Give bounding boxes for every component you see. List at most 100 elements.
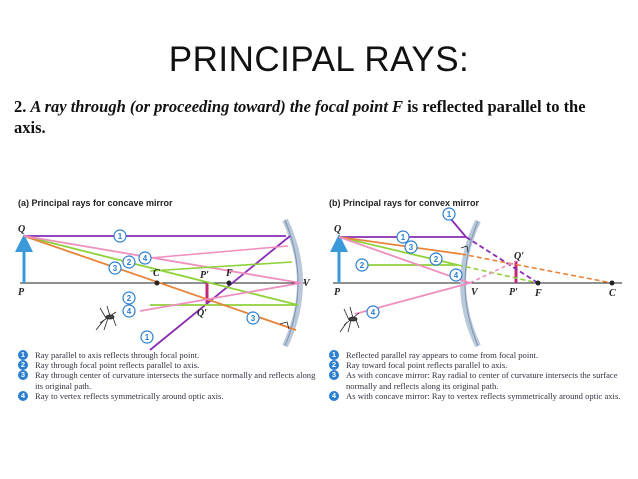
panel-a-ray-badge-1a: 1: [113, 229, 127, 243]
panel-a-ray-badge-3a: 3: [108, 261, 122, 275]
panel-b-label-q-prime: Q′: [514, 251, 524, 262]
panel-b-ray-badge-4a: 4: [449, 268, 463, 282]
panel-a-legend-item: 2 Ray through focal point reflects parall…: [18, 360, 320, 371]
panel-a-legend-item: 3 Ray through center of curvature interse…: [18, 370, 320, 391]
panel-b-label-p: P: [334, 287, 341, 298]
panel-b-ray-badge-1a: 1: [442, 207, 456, 221]
panel-a-ray-4-guide: [149, 245, 289, 259]
panel-b-diagram: Q P V P′ F C Q′ 1 1 3 2 2 4 4: [330, 207, 622, 348]
legend-text: Ray to vertex reflects symmetrically aro…: [35, 390, 224, 401]
legend-badge-icon: 2: [18, 360, 28, 371]
panel-b-ray-3-virtual: [460, 253, 613, 284]
panel-a-ray-badge-2b: 2: [122, 291, 136, 305]
panel-b-center-point: [609, 280, 615, 286]
panel-a-ray-badge-4b: 4: [122, 304, 136, 318]
panel-a-diagram: Q P C P′ F V Q′ 1 4 2 3 2 4 3 1: [14, 218, 311, 351]
legend-badge-icon: 4: [329, 390, 339, 401]
panel-b-normal-mark: [460, 245, 469, 253]
legend-text: Ray through focal point reflects paralle…: [35, 360, 200, 371]
svg-text:2: 2: [127, 294, 132, 303]
rule-italic-text: A ray through (or proceeding toward) the…: [30, 97, 404, 116]
svg-text:2: 2: [360, 261, 365, 270]
legend-text: As with concave mirror: Ray to vertex re…: [346, 390, 621, 401]
panel-b-mosquito-image: [339, 306, 360, 333]
panel-b-focal-point: [535, 280, 541, 286]
svg-text:3: 3: [409, 243, 414, 252]
panel-b-label-p-prime: P′: [509, 287, 518, 298]
legend-badge-icon: 1: [18, 350, 28, 360]
panel-a-ray-badge-2a: 2: [122, 255, 136, 269]
legend-badge-icon: 3: [18, 370, 28, 381]
panel-b-ray-badge-1b: 1: [396, 230, 410, 244]
panel-a-legend-item: 1 Ray parallel to axis reflects through f…: [18, 350, 320, 360]
panel-b-ray-badge-2b: 2: [429, 252, 443, 266]
panel-a-legend-item: 4 Ray to vertex reflects symmetrically ar…: [18, 390, 320, 401]
panel-a-label-c: C: [153, 268, 160, 279]
panel-b-label-f: F: [534, 288, 542, 299]
svg-text:2: 2: [434, 255, 439, 264]
svg-text:1: 1: [118, 232, 123, 241]
panel-b-ray-2-virtual: [457, 264, 539, 284]
panel-a-ray-2-guide: [149, 261, 293, 272]
panel-b-ray-1-virtual: [465, 236, 539, 284]
panel-b-convex-mirror: [460, 219, 481, 348]
svg-text:4: 4: [127, 307, 132, 316]
panel-a-label-f: F: [225, 268, 233, 279]
panel-a-ray-4-incident: [23, 235, 302, 284]
panel-b-ray-4-incident: [338, 236, 471, 284]
panel-a-ray-1-reflected: [149, 235, 291, 351]
slide-title: PRINCIPAL RAYS:: [168, 40, 470, 79]
svg-text:3: 3: [251, 314, 256, 323]
panel-a-caption: (a) Principal rays for concave mirror: [18, 198, 173, 208]
panel-b-label-c: C: [609, 288, 616, 299]
panel-a-center-point: [154, 280, 160, 286]
legend-text: As with concave mirror: Ray radial to ce…: [346, 370, 618, 391]
panel-b-ray-badge-3a: 3: [404, 240, 418, 254]
panel-b-ray-1-reflected: [449, 217, 467, 238]
panel-a-normal-mark: [279, 321, 290, 330]
legend-badge-icon: 4: [18, 390, 28, 401]
svg-text:1: 1: [401, 233, 406, 242]
panel-a-ray-badge-1b: 1: [140, 330, 154, 344]
panel-b-legend: 1 Reflected parallel ray appears to come …: [329, 350, 621, 401]
panel-a-legend: 1 Ray parallel to axis reflects through f…: [18, 350, 320, 401]
legend-text: Ray toward focal point reflects parallel…: [346, 360, 508, 371]
legend-badge-icon: 1: [329, 350, 339, 360]
panel-b-mirror-edge: [464, 220, 479, 347]
legend-badge-icon: 2: [329, 360, 339, 371]
svg-text:4: 4: [371, 308, 376, 317]
svg-text:3: 3: [113, 264, 118, 273]
legend-text: Reflected parallel ray appears to come f…: [346, 350, 539, 360]
legend-text: Ray parallel to axis reflects through fo…: [35, 350, 200, 360]
legend-text: Ray through center of curvature intersec…: [35, 370, 316, 391]
svg-text:4: 4: [454, 271, 459, 280]
panel-b-legend-item: 1 Reflected parallel ray appears to come …: [329, 350, 621, 360]
panel-a-label-p: P: [18, 287, 25, 298]
panel-b-ray-4-virtual: [469, 260, 517, 284]
panel-a-ray-badge-4a: 4: [138, 251, 152, 265]
panel-a-mosquito-image: [95, 305, 117, 331]
panel-b-ray-3: [338, 236, 462, 255]
panel-b-ray-badge-2a: 2: [355, 258, 369, 272]
rule-number: 2.: [14, 97, 27, 116]
panel-a-ray-4-reflected: [139, 282, 302, 312]
panel-b-label-q: Q: [334, 224, 341, 235]
rule-rest-text: is reflected parallel to the axis.: [14, 97, 586, 137]
panel-a-label-q: Q: [18, 224, 25, 235]
panel-a-label-v: V: [303, 278, 311, 289]
svg-text:4: 4: [143, 254, 148, 263]
rule-statement: 2.A ray through (or proceeding toward) t…: [14, 96, 614, 138]
panel-a-ray-badge-3b: 3: [246, 311, 260, 325]
panel-b-legend-item: 2 Ray toward focal point reflects paralle…: [329, 360, 621, 371]
svg-text:2: 2: [127, 258, 132, 267]
panel-a-label-q-prime: Q′: [197, 308, 207, 319]
panel-a-focal-point: [226, 280, 232, 286]
svg-text:1: 1: [447, 210, 452, 219]
panel-a-label-p-prime: P′: [200, 270, 209, 281]
panel-b-label-v: V: [471, 287, 479, 298]
panel-b-caption: (b) Principal rays for convex mirror: [329, 198, 480, 208]
svg-text:1: 1: [145, 333, 150, 342]
panel-b-ray-badge-4b: 4: [366, 305, 380, 319]
